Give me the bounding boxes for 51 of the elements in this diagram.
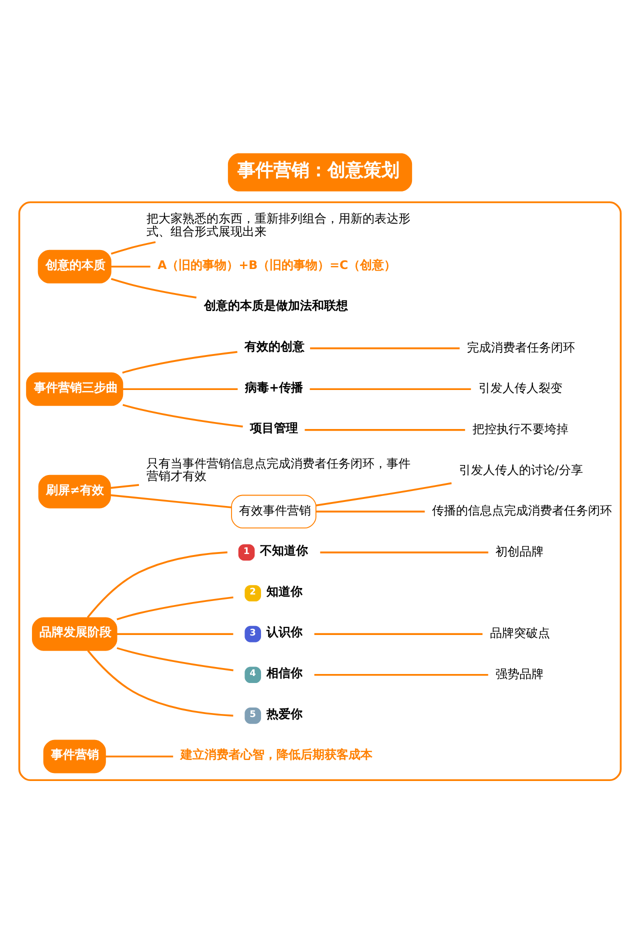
- cluster: [18, 201, 622, 782]
- connector: [110, 278, 197, 298]
- diagram-title: 事件营销：创意策划: [237, 160, 400, 181]
- connector: [105, 756, 174, 758]
- node-box: 刷屏≠有效: [38, 474, 111, 508]
- node-text: 传播的信息点完成消费者任务闭环: [432, 504, 612, 518]
- node-text: 有效的创意: [244, 339, 305, 354]
- connector: [116, 596, 234, 620]
- node-box: 事件营销三步曲: [26, 372, 124, 406]
- node-text: 只有当事件营销信息点完成消费者任务闭环，事件营销才有效: [146, 456, 410, 484]
- node-label: 不知道你: [260, 544, 308, 558]
- node-text: 引发人传人的讨论/分享: [458, 462, 583, 477]
- connector: [316, 510, 425, 512]
- node-text: 项目管理: [250, 421, 298, 436]
- node-label: 认识你: [266, 625, 302, 640]
- node-text: 创意的本质是做加法和联想: [204, 298, 348, 313]
- connector: [310, 388, 471, 390]
- connector: [122, 388, 238, 390]
- node-text: 初创品牌: [496, 544, 544, 558]
- node-box: 事件营销: [43, 740, 106, 774]
- node-box: 有效事件营销: [231, 494, 316, 528]
- node-text: 引发人传人裂变: [478, 381, 562, 396]
- connector: [110, 241, 156, 255]
- connector: [86, 551, 228, 618]
- connector: [310, 347, 460, 350]
- connector: [304, 429, 466, 431]
- node-text: A（旧的事物）+B（旧的事物）=C（创意）: [158, 258, 396, 272]
- connector: [122, 404, 243, 428]
- node-text: 病毒+传播: [245, 380, 304, 394]
- connector: [111, 266, 150, 268]
- node-text: 品牌突破点: [490, 626, 550, 640]
- connector: [110, 484, 140, 489]
- node-box: 创意的本质: [38, 250, 112, 284]
- connector: [316, 482, 452, 506]
- connector: [314, 674, 488, 676]
- connector: [320, 552, 488, 554]
- node-text: 强势品牌: [496, 666, 544, 681]
- connector: [122, 351, 238, 374]
- node-text: 把大家熟悉的东西，重新排列组合，用新的表达形式、组合形式展现出来: [146, 212, 410, 238]
- node-text: 建立消费者心智，降低后期获客成本: [180, 748, 373, 762]
- node-label: 相信你: [266, 666, 302, 680]
- connector: [116, 647, 234, 672]
- node-label: 热爱你: [266, 706, 302, 721]
- node-text: 把控执行不要垮掉: [472, 422, 568, 436]
- node-text: 完成消费者任务闭环: [466, 340, 575, 354]
- connector: [314, 633, 483, 635]
- node-box: 品牌发展阶段: [32, 617, 118, 651]
- connector: [110, 494, 232, 508]
- connector: [116, 633, 234, 635]
- connector: [87, 650, 234, 717]
- node-label: 知道你: [266, 584, 302, 598]
